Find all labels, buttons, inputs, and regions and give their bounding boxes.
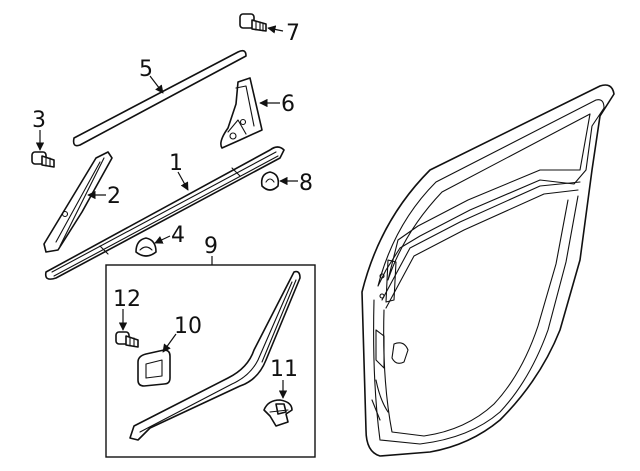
part-6-pillar-garnish	[220, 77, 263, 149]
callout-2: 2	[107, 184, 121, 209]
rear-door-shell	[361, 84, 615, 457]
callout-6: 6	[281, 92, 295, 117]
callout-7: 7	[286, 21, 300, 46]
leader-4	[154, 235, 171, 244]
part-9-rocker-molding	[129, 270, 301, 441]
part-2-pillar-molding	[43, 151, 113, 253]
part-7-screw	[239, 13, 267, 32]
part-5-belt-molding	[72, 49, 247, 147]
callout-9: 9	[204, 234, 218, 259]
leader-10	[162, 333, 177, 353]
callout-3: 3	[32, 108, 46, 133]
part-9-kit-box	[105, 264, 316, 458]
part-8-clip	[260, 171, 280, 191]
part-11-clip	[263, 399, 293, 427]
callout-11: 11	[270, 357, 298, 382]
callout-5: 5	[139, 57, 153, 82]
leader-7	[267, 25, 284, 34]
leader-1	[177, 171, 189, 191]
part-4-clip	[135, 237, 157, 257]
leader-5	[149, 75, 164, 94]
callout-1: 1	[169, 151, 183, 176]
callout-12: 12	[113, 287, 141, 312]
part-1-window-molding	[44, 146, 285, 280]
callout-8: 8	[299, 171, 313, 196]
callout-4: 4	[171, 223, 185, 248]
part-10-plate	[137, 349, 171, 387]
part-12-screw	[115, 331, 139, 348]
part-3-screw	[31, 151, 55, 168]
callout-10: 10	[174, 314, 202, 339]
